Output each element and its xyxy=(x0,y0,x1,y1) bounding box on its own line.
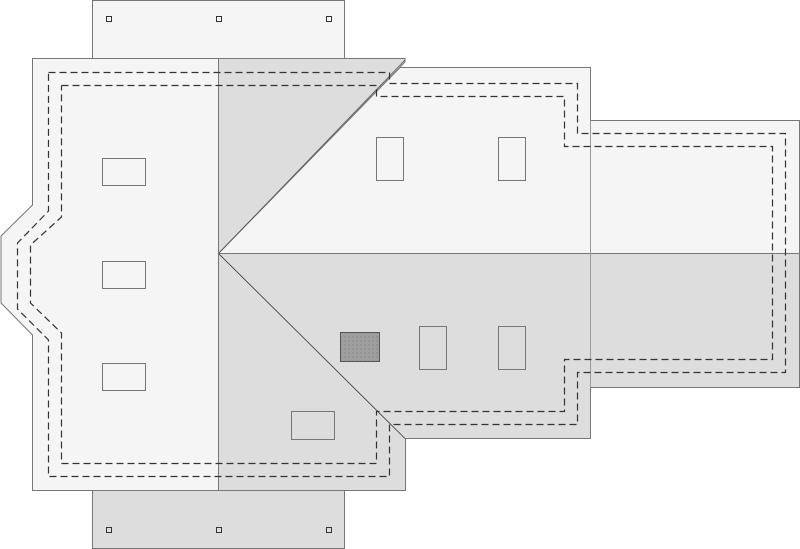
hip-line-upper xyxy=(218,59,406,254)
top-posts xyxy=(106,16,332,22)
roof-window xyxy=(498,326,526,370)
skylight xyxy=(340,332,380,362)
post-marker xyxy=(216,16,222,22)
roof-window xyxy=(102,158,146,186)
top-terrace xyxy=(92,0,345,59)
roof-window xyxy=(498,137,526,181)
post-marker xyxy=(106,16,112,22)
left-roof-plane xyxy=(0,58,219,491)
roof-windows xyxy=(102,137,526,440)
bottom-posts xyxy=(106,527,332,533)
inner-dashed-line xyxy=(29,84,774,465)
bottom-terrace xyxy=(92,490,345,549)
post-marker xyxy=(326,16,332,22)
roof-window xyxy=(419,326,447,370)
post-marker xyxy=(326,527,332,533)
hip-line-lower xyxy=(218,253,406,439)
roof-window xyxy=(376,137,404,181)
post-marker xyxy=(106,527,112,533)
roof-window xyxy=(102,363,146,391)
right-lower-roof-plane xyxy=(218,253,800,491)
roof-window xyxy=(102,261,146,289)
roof-window xyxy=(291,411,335,440)
outer-dashed-line xyxy=(16,71,787,478)
post-marker xyxy=(216,527,222,533)
